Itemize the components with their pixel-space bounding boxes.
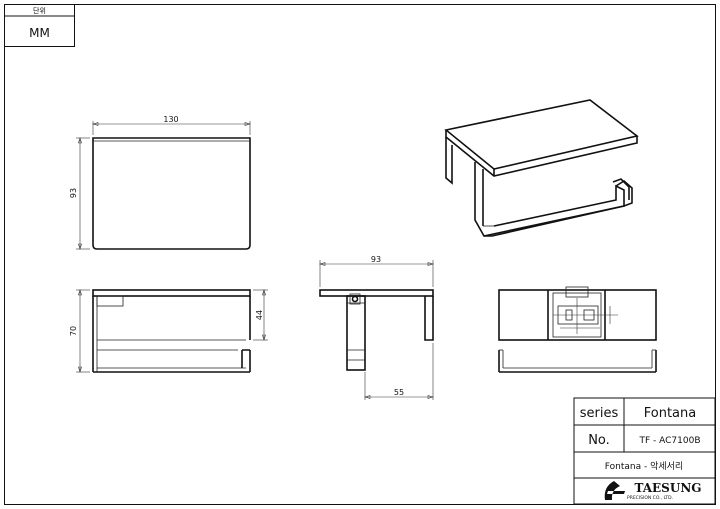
side-width-label: 93: [371, 255, 381, 264]
side-view: 93 55: [318, 255, 435, 400]
front-view: 130 93: [69, 115, 252, 251]
front-width-label: 130: [163, 115, 178, 124]
top-view: [498, 286, 657, 373]
no-label: No.: [588, 433, 610, 448]
series-value: Fontana: [644, 406, 696, 421]
title-block: series Fontana No. TF - AC7100B Fontana …: [573, 397, 716, 505]
isometric-view: [444, 99, 639, 237]
sheet-border: [4, 4, 716, 505]
company-sub: PRECISION CO., LTD.: [627, 495, 673, 501]
side-depth-label: 55: [394, 388, 404, 397]
unit-label: 단위: [33, 6, 46, 15]
no-value: TF - AC7100B: [638, 436, 700, 446]
company-name: TAESUNG: [634, 481, 701, 495]
bottom-view: 70 44: [69, 288, 268, 374]
bottom-inner-height-label: 44: [255, 310, 264, 320]
unit-value: MM: [29, 26, 50, 40]
company-logo-icon: [604, 481, 625, 500]
series-label: series: [580, 406, 619, 421]
bottom-height-label: 70: [69, 326, 78, 336]
product-name: Fontana - 악세서리: [605, 460, 683, 472]
front-height-label: 93: [69, 188, 78, 198]
unit-box: 단위 MM: [4, 4, 75, 47]
